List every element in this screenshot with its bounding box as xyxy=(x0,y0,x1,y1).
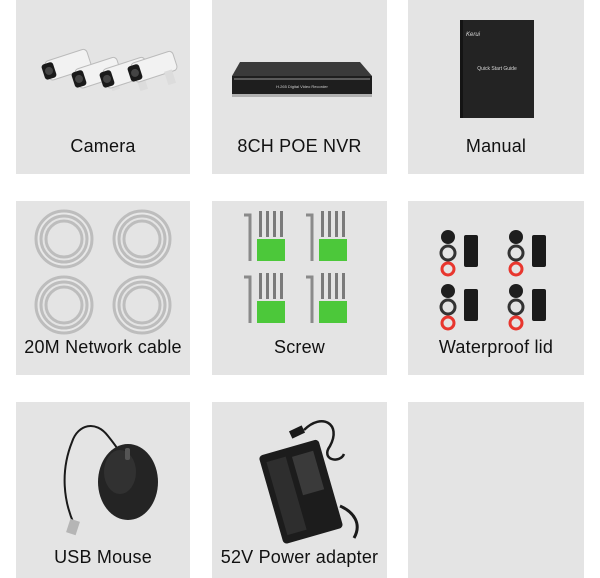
manual-image: Kerui Quick Start Guide xyxy=(460,20,534,118)
nvr-front-text: H.265 Digital Video Recorder xyxy=(276,84,328,89)
camera-image xyxy=(41,48,178,92)
item-label: 8CH POE NVR xyxy=(237,136,362,156)
item-screw: Screw xyxy=(212,201,387,375)
item-empty xyxy=(408,402,584,578)
manual-title-text: Quick Start Guide xyxy=(477,66,517,72)
item-label: Camera xyxy=(70,136,136,156)
item-label: Waterproof lid xyxy=(438,337,554,357)
item-label: 20M Network cable xyxy=(24,337,182,357)
item-power-adapter: 52V Power adapter xyxy=(212,402,387,578)
item-usb-mouse: USB Mouse xyxy=(16,402,190,578)
item-nvr: H.265 Digital Video Recorder 8CH POE NVR xyxy=(212,0,387,174)
nvr-image: H.265 Digital Video Recorder xyxy=(232,62,372,97)
power-adapter-image xyxy=(259,420,359,544)
item-label: USB Mouse xyxy=(54,547,152,567)
usb-mouse-image xyxy=(63,425,158,536)
manual-brand-text: Kerui xyxy=(466,32,481,38)
item-camera: Camera xyxy=(16,0,190,174)
waterproof-lid-image xyxy=(439,230,546,331)
screw-image xyxy=(244,211,347,323)
item-label: Manual xyxy=(465,136,527,156)
item-network-cable: 20M Network cable xyxy=(16,201,190,375)
item-label: Screw xyxy=(273,337,325,357)
network-cable-image xyxy=(34,209,172,335)
item-waterproof-lid: Waterproof lid xyxy=(408,201,584,375)
item-label: 52V Power adapter xyxy=(220,547,379,567)
item-manual: Kerui Quick Start Guide Manual xyxy=(408,0,584,174)
